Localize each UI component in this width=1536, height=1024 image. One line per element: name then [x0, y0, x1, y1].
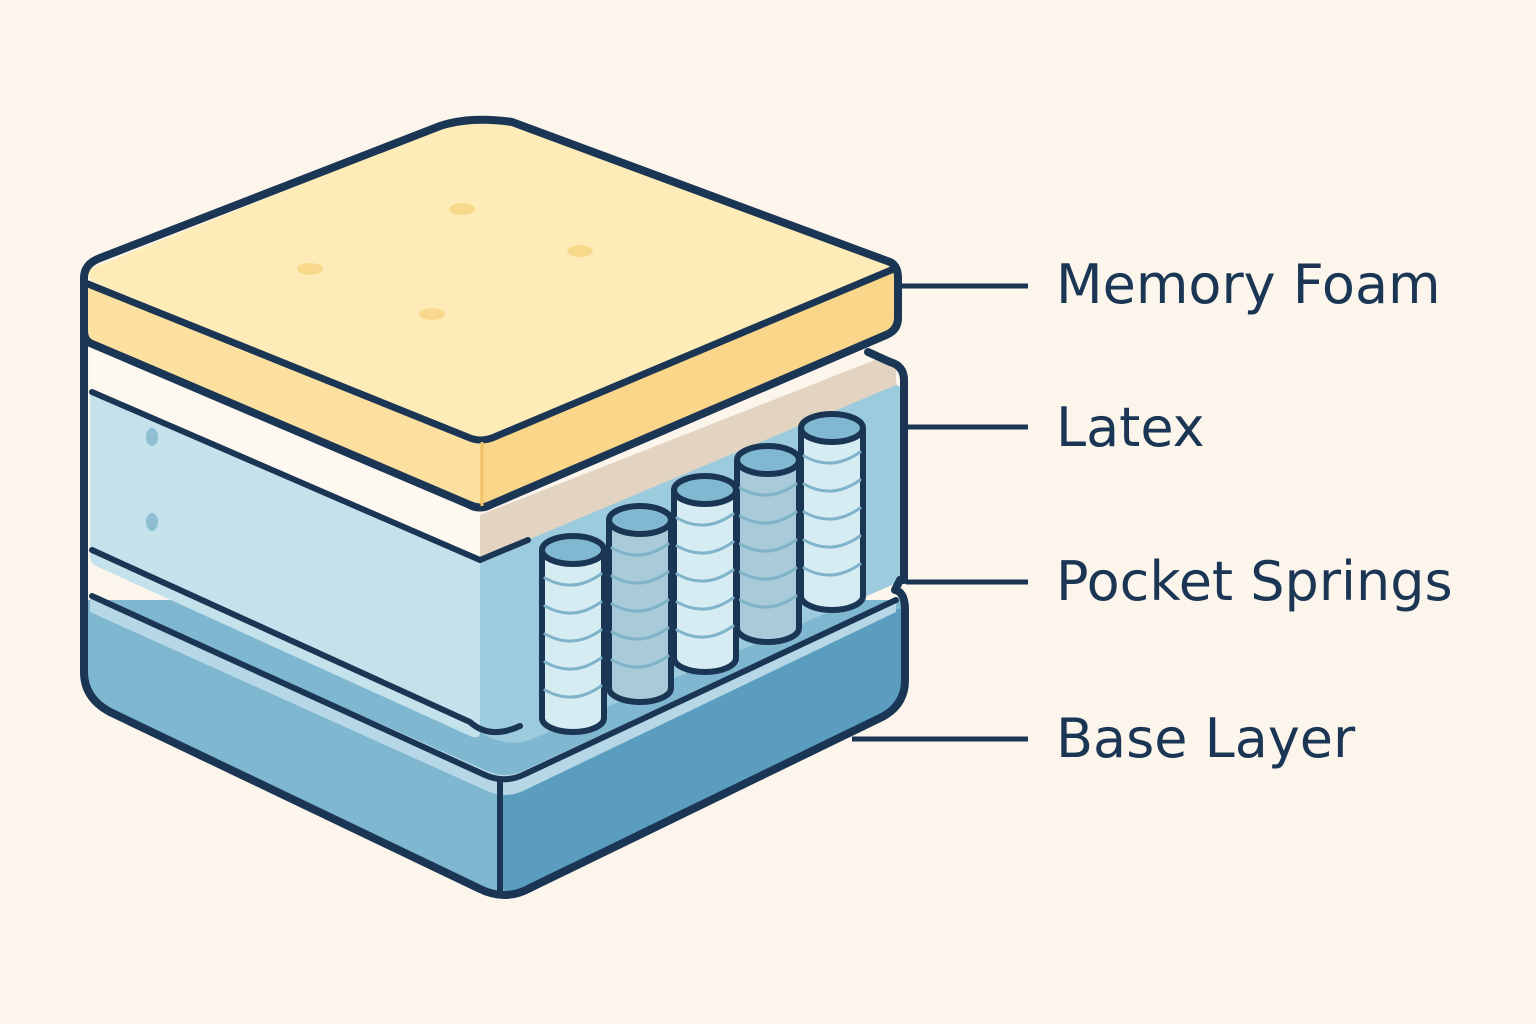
spring-coil-line — [610, 626, 670, 641]
latex-layer-front — [480, 356, 896, 560]
memory-foam-right-side — [480, 268, 896, 505]
base-layer-right-face — [500, 608, 905, 896]
spring-coil-line — [738, 566, 798, 581]
memory-foam-layer — [80, 115, 902, 512]
foam-pore — [297, 263, 323, 275]
spring-coil-line — [675, 624, 735, 639]
separator-line-2 — [89, 547, 523, 735]
spring-coil-line — [738, 510, 798, 525]
spring-pocket-top — [539, 533, 607, 567]
spring-coil-line — [675, 596, 735, 611]
pocket-spring — [606, 503, 674, 705]
memory-foam-front-side — [88, 280, 480, 505]
separator-line-1 — [89, 389, 483, 563]
spring-pocket-top — [734, 443, 802, 477]
spring-coil-line — [543, 684, 603, 699]
spring-pocket-top — [671, 473, 739, 507]
spring-coil-line — [802, 478, 862, 493]
foam-pore — [567, 245, 593, 257]
spring-coil-line — [543, 628, 603, 643]
pocket-spring — [734, 443, 802, 645]
spring-coil-line — [543, 656, 603, 671]
spring-coil-line — [543, 572, 603, 587]
pocket-spring — [539, 533, 607, 735]
pocket-spring — [671, 473, 739, 675]
foam-pore — [449, 203, 475, 215]
spring-coil-line — [802, 450, 862, 465]
label-memory-foam: Memory Foam — [1056, 253, 1441, 316]
spring-coil-line — [543, 600, 603, 615]
spring-coil-line — [675, 512, 735, 527]
white-separator-layer — [90, 345, 480, 560]
spring-coil-line — [675, 568, 735, 583]
spring-pocket-top — [798, 411, 866, 445]
spring-coil-line — [738, 538, 798, 553]
spring-coil-line — [802, 562, 862, 577]
memory-foam-top-face — [88, 118, 895, 440]
foam-dot — [146, 428, 158, 446]
spring-coil-line — [802, 534, 862, 549]
spring-pocket-top — [606, 503, 674, 537]
label-base-layer: Base Layer — [1056, 707, 1356, 770]
memory-foam-edge — [84, 264, 900, 444]
latex-edge-line — [477, 537, 531, 563]
label-latex: Latex — [1056, 396, 1205, 459]
separator-line-3 — [89, 593, 899, 783]
spring-coil-line — [802, 506, 862, 521]
foam-dot — [146, 513, 158, 531]
mattress-outline — [80, 276, 909, 899]
spring-coil-line — [675, 540, 735, 555]
memory-foam-outline — [80, 115, 902, 512]
spring-coil-line — [738, 594, 798, 609]
spring-coil-line — [610, 598, 670, 613]
pocket-spring — [798, 411, 866, 613]
leader-lines — [852, 283, 1028, 742]
label-pocket-springs: Pocket Springs — [1056, 550, 1453, 613]
spring-coil-line — [610, 654, 670, 669]
pocket-springs-group — [539, 411, 866, 735]
spring-coil-line — [610, 542, 670, 557]
middle-foam-front-face — [90, 390, 480, 738]
spring-coil-line — [738, 482, 798, 497]
spring-coil-line — [610, 570, 670, 585]
foam-pore — [419, 308, 445, 320]
